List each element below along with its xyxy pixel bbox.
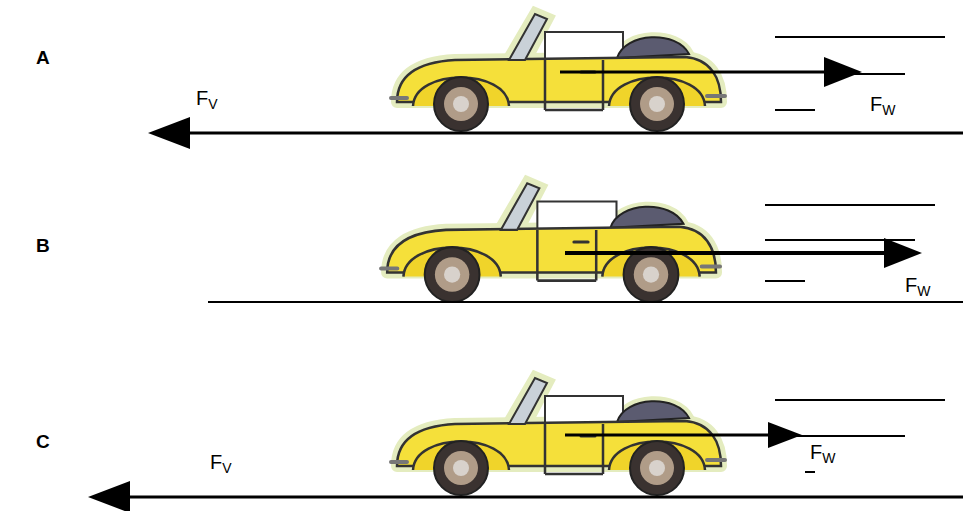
force-arrow [565,251,888,255]
row-letter: C [36,432,50,451]
arrow-head [148,117,190,149]
row-letter: B [36,236,50,255]
force-arrow [565,434,772,437]
force-label: FW [870,94,895,117]
force-arrow [560,71,830,74]
row-letter: A [36,48,50,67]
force-label: FW [905,275,930,298]
speed-lines [775,400,945,472]
ground-force-arrow [125,496,963,499]
car [381,181,720,302]
arrow-head [824,57,862,87]
arrow-head [884,238,922,268]
arrow-head [768,422,802,448]
speed-lines [765,205,935,281]
ground-force-arrow [185,132,963,135]
force-label: FW [810,442,835,465]
force-label: FV [210,452,232,475]
ground-line [208,301,963,303]
force-label: FV [196,88,218,111]
arrow-head [88,481,130,511]
